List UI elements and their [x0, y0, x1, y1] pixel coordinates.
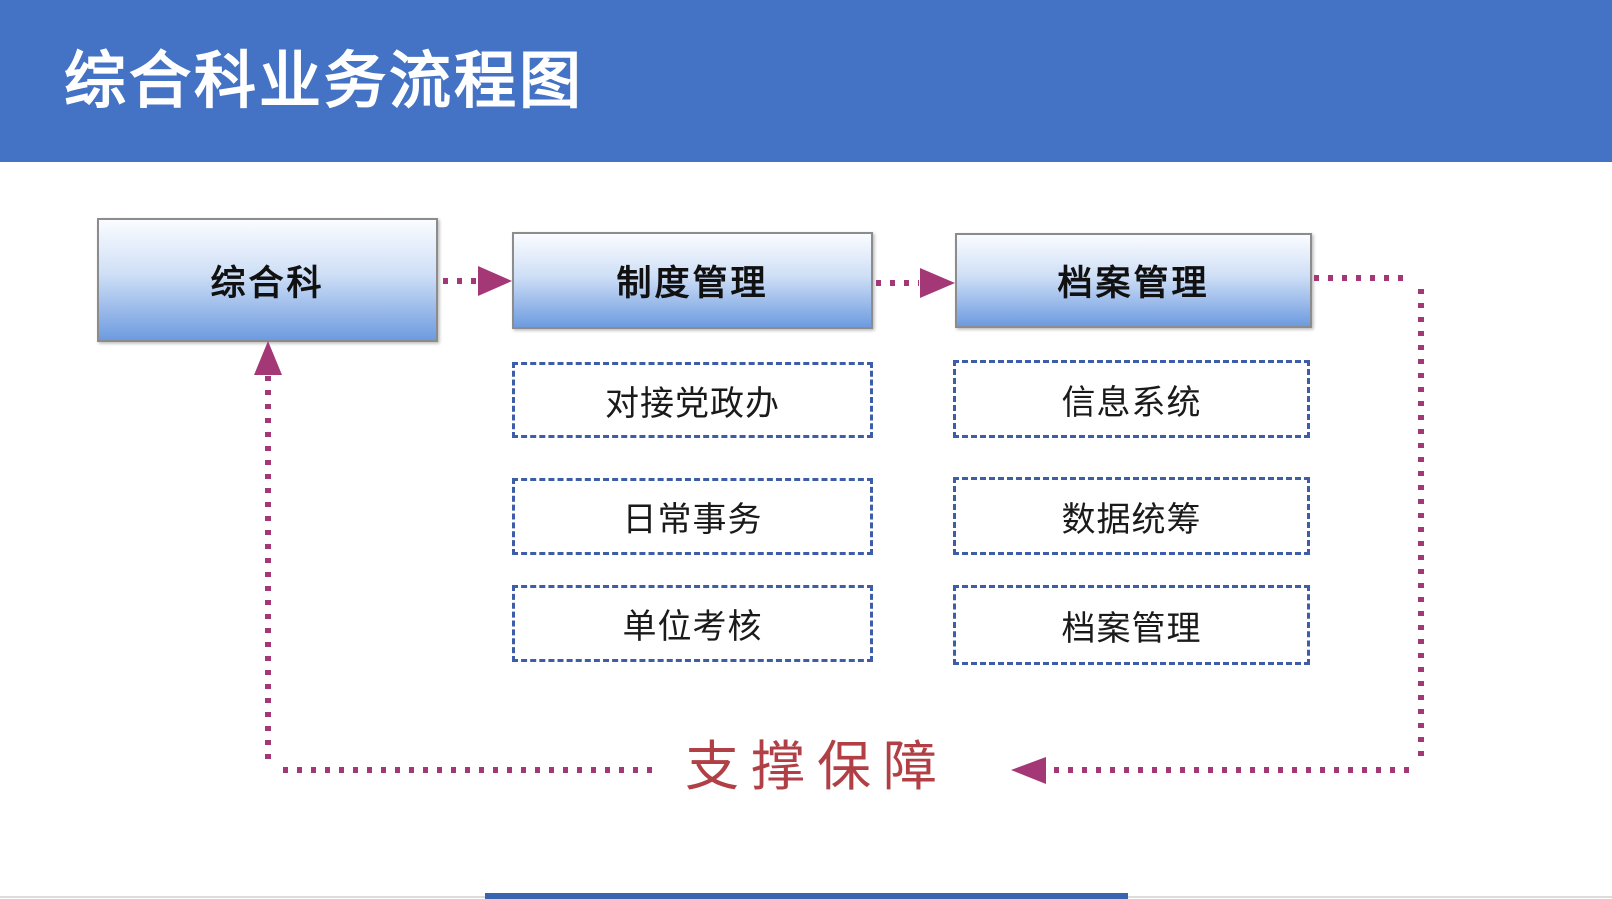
subitem-label: 数据统筹: [1061, 500, 1202, 539]
arrowhead-to-support: [1011, 757, 1046, 784]
arrowhead-to-zonghe: [254, 341, 282, 375]
subitem-xinxi-xitong: 信息系统: [953, 360, 1310, 438]
node-dangan-guanli: 档案管理: [955, 233, 1312, 328]
node-zhidu-guanli: 制度管理: [512, 232, 873, 329]
subitem-label: 档案管理: [1061, 609, 1202, 648]
subitem-danwei-kaohe: 单位考核: [512, 585, 873, 662]
support-label: 支撑保障: [685, 737, 949, 797]
bottom-accent-bar: [485, 893, 1128, 899]
subitem-duijie-dangzhengban: 对接党政办: [512, 362, 873, 438]
arrowhead-to-zhidu: [478, 266, 512, 296]
subitem-richang-shiwu: 日常事务: [512, 478, 873, 555]
title-banner: 综合科业务流程图: [0, 0, 1612, 162]
subitem-label: 单位考核: [622, 608, 763, 646]
subitem-label: 对接党政办: [605, 384, 780, 423]
subitem-label: 信息系统: [1061, 383, 1202, 422]
node-zonghe-ke-label: 综合科: [210, 263, 325, 303]
subitem-shuju-tongchou: 数据统筹: [953, 477, 1310, 555]
subitem-dangan-guanli: 档案管理: [953, 585, 1310, 665]
node-dangan-guanli-label: 档案管理: [1057, 264, 1210, 303]
arrowhead-to-dangan: [920, 268, 955, 298]
node-zhidu-guanli-label: 制度管理: [616, 264, 769, 303]
page-title: 综合科业务流程图: [64, 47, 585, 116]
subitem-label: 日常事务: [622, 501, 763, 539]
node-zonghe-ke: 综合科: [97, 218, 438, 342]
